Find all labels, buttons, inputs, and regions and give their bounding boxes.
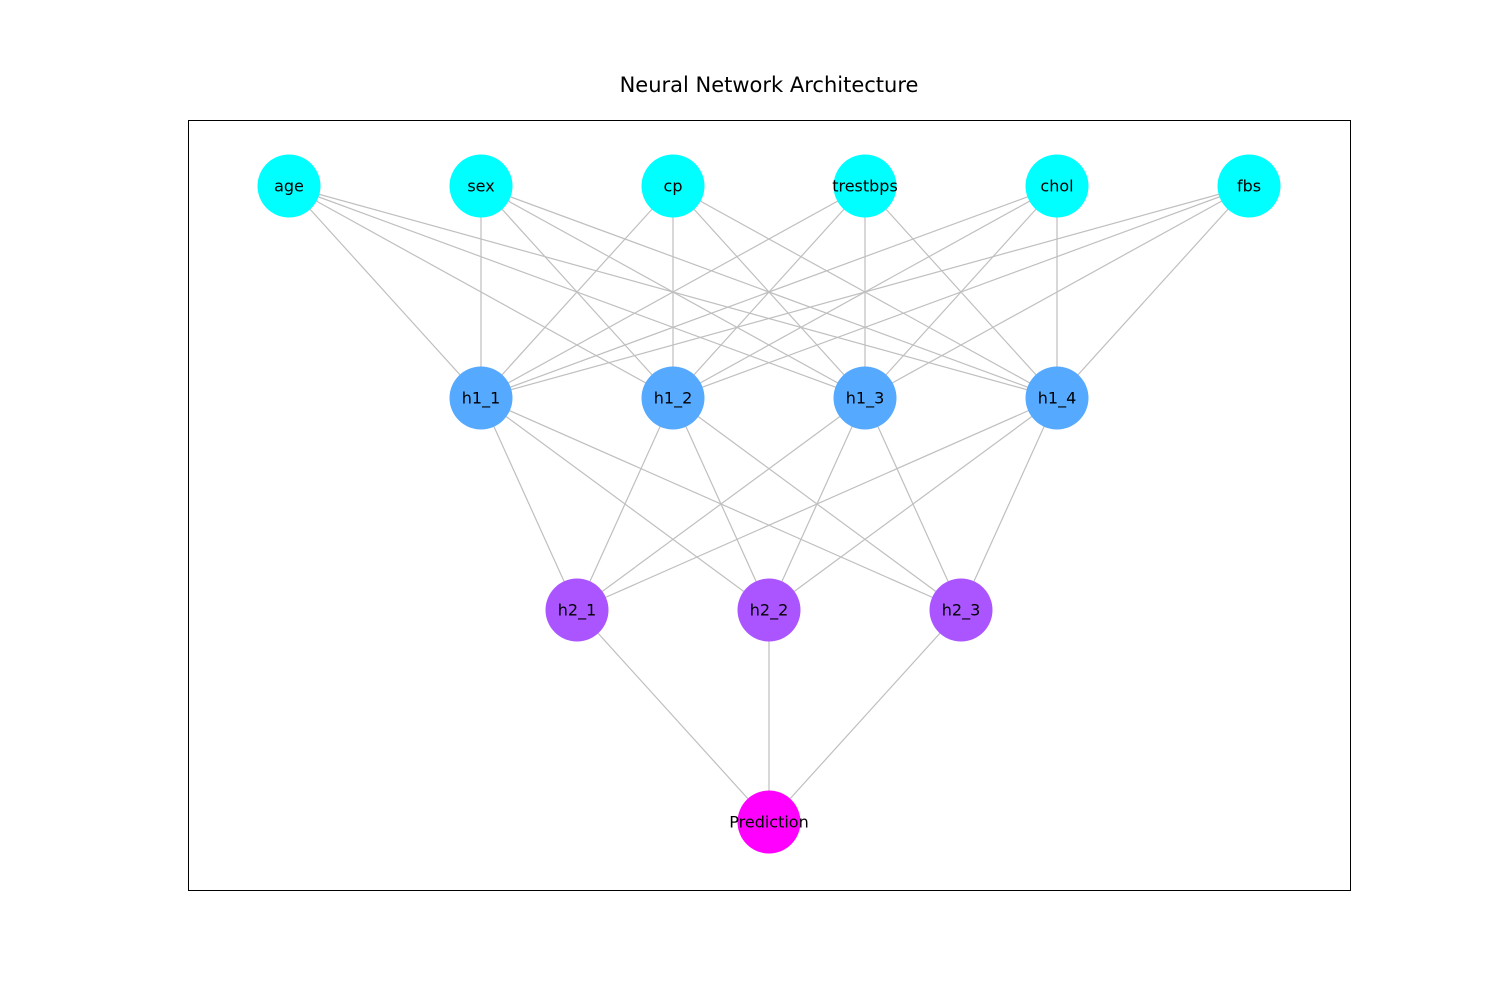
node-h1_1: h1_1 (449, 366, 513, 430)
node-trestbps: trestbps (832, 154, 898, 218)
node-circle (929, 578, 993, 642)
node-label: chol (1040, 177, 1073, 196)
node-h1_2: h1_2 (641, 366, 705, 430)
edge-h1_2-to-h2_1 (576, 397, 674, 611)
edge-age-to-h1_1 (288, 185, 482, 399)
edge-fbs-to-h1_4 (1056, 185, 1250, 399)
node-label: h2_3 (942, 601, 981, 621)
node-circle (737, 790, 801, 854)
node-circle (833, 366, 897, 430)
edge-h1_4-to-h2_3 (960, 397, 1058, 611)
node-circle (449, 154, 513, 218)
node-circle (449, 366, 513, 430)
edge-chol-to-h1_1 (480, 185, 1058, 399)
node-cp: cp (641, 154, 705, 218)
edge-fbs-to-h1_3 (864, 185, 1250, 399)
node-label: h1_3 (846, 389, 885, 409)
diagram-title: Neural Network Architecture (619, 73, 919, 97)
node-circle (641, 154, 705, 218)
node-circle (545, 578, 609, 642)
edge-cp-to-h1_1 (480, 185, 674, 399)
node-label: h1_2 (654, 389, 693, 409)
node-label: age (274, 177, 304, 196)
node-age: age (257, 154, 321, 218)
node-label: h2_1 (558, 601, 597, 621)
edge-h1_4-to-h2_1 (576, 397, 1058, 611)
node-h2_3: h2_3 (929, 578, 993, 642)
node-label: cp (664, 177, 683, 196)
node-circle (737, 578, 801, 642)
node-sex: sex (449, 154, 513, 218)
node-label: trestbps (832, 177, 898, 196)
node-circle (1217, 154, 1281, 218)
edge-h2_3-to-Prediction (768, 609, 962, 823)
node-circle (1025, 154, 1089, 218)
node-label: fbs (1237, 177, 1261, 196)
node-layer: age sex cp trestbps chol fbs h1_1 h1_2 h1_3 h1_4h… (257, 154, 1281, 854)
node-circle (833, 154, 897, 218)
node-h2_1: h2_1 (545, 578, 609, 642)
node-label: h1_4 (1038, 389, 1077, 409)
node-h1_3: h1_3 (833, 366, 897, 430)
node-h1_4: h1_4 (1025, 366, 1089, 430)
node-label: sex (467, 177, 494, 196)
node-prediction: Prediction (729, 790, 809, 854)
node-circle (1025, 366, 1089, 430)
node-label: h1_1 (462, 389, 501, 409)
plot-frame (188, 120, 1351, 891)
node-fbs: fbs (1217, 154, 1281, 218)
node-h2_2: h2_2 (737, 578, 801, 642)
edge-h1_3-to-h2_1 (576, 397, 866, 611)
edge-h1_4-to-h2_2 (768, 397, 1058, 611)
node-chol: chol (1025, 154, 1089, 218)
node-circle (641, 366, 705, 430)
edge-h1_1-to-h2_1 (480, 397, 578, 611)
edge-fbs-to-h1_1 (480, 185, 1250, 399)
node-circle (257, 154, 321, 218)
edge-layer (288, 185, 1250, 823)
node-label: h2_2 (750, 601, 789, 621)
node-label: Prediction (729, 813, 808, 832)
edge-trestbps-to-h1_1 (480, 185, 866, 399)
edge-fbs-to-h1_2 (672, 185, 1250, 399)
edge-h2_1-to-Prediction (576, 609, 770, 823)
